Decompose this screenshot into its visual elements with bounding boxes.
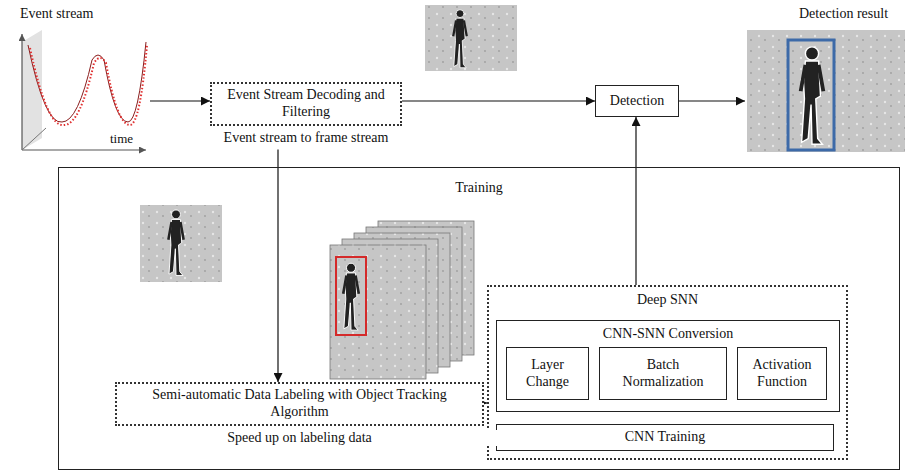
- box-text: Batch Normalization: [606, 357, 720, 391]
- stack-frame: [330, 245, 426, 379]
- flow-arrow: [679, 100, 745, 101]
- illustration-node: Event stream: [8, 4, 150, 152]
- chart-plane: [22, 30, 42, 150]
- axis-label: time: [110, 131, 133, 147]
- process-box: Semi-automatic Data Labeling with Object…: [115, 382, 484, 426]
- pedestrian-figure: [453, 10, 467, 68]
- frame-thumbnail: [140, 205, 222, 282]
- frame-stack: [330, 221, 474, 379]
- chart-axis: [22, 128, 46, 150]
- group-box: Deep SNN CNN-SNN ConversionLayer Change Ba…: [487, 285, 848, 460]
- detection-box: [788, 40, 834, 150]
- group-title: CNN-SNN Conversion: [497, 326, 839, 343]
- process-box: Event Stream Decoding and FilteringEvent…: [210, 82, 402, 126]
- process-box: Detection: [595, 85, 679, 117]
- flow-arrow: [150, 100, 210, 101]
- box-text: Layer Change: [513, 357, 582, 391]
- flow-arrow: [635, 117, 636, 285]
- box-text: Activation Function: [744, 357, 820, 391]
- node-heading: Detection result: [799, 6, 905, 23]
- process-box: CNN Training: [496, 424, 834, 451]
- pedestrian-figure: [343, 263, 359, 330]
- result-image: [747, 30, 905, 152]
- group-title: Training: [59, 180, 899, 197]
- flow-arrow: [402, 100, 595, 101]
- time-axis: [22, 149, 146, 150]
- box-text: Event Stream Decoding and Filtering: [218, 87, 394, 121]
- box-text: CNN Training: [625, 429, 706, 446]
- caption-text: Speed up on labeling data: [77, 430, 522, 447]
- frame-thumbnail: [425, 5, 517, 71]
- flow-arrow: [277, 149, 278, 382]
- label-box: [336, 257, 366, 335]
- process-box: Layer Change: [506, 347, 589, 400]
- group-title: Deep SNN: [489, 292, 846, 309]
- node-heading: Event stream: [20, 6, 150, 23]
- process-box: Batch Normalization: [599, 347, 727, 400]
- pedestrian-figure: [168, 210, 183, 276]
- chart-axis: [21, 34, 22, 150]
- process-box: Activation Function: [737, 347, 827, 400]
- group-box: CNN-SNN ConversionLayer Change Batch Norm…: [496, 320, 840, 412]
- pedestrian-figure: [801, 47, 824, 144]
- group-box: TrainingSemi-automatic Data Labeling wit…: [58, 167, 900, 470]
- box-text: Semi-automatic Data Labeling with Object…: [123, 387, 476, 421]
- event-wave: [28, 42, 146, 122]
- box-text: Detection: [610, 93, 664, 110]
- caption-text: Event stream to frame stream: [172, 130, 440, 147]
- illustration-node: Detection result: [745, 4, 905, 152]
- event-dots: [30, 45, 147, 125]
